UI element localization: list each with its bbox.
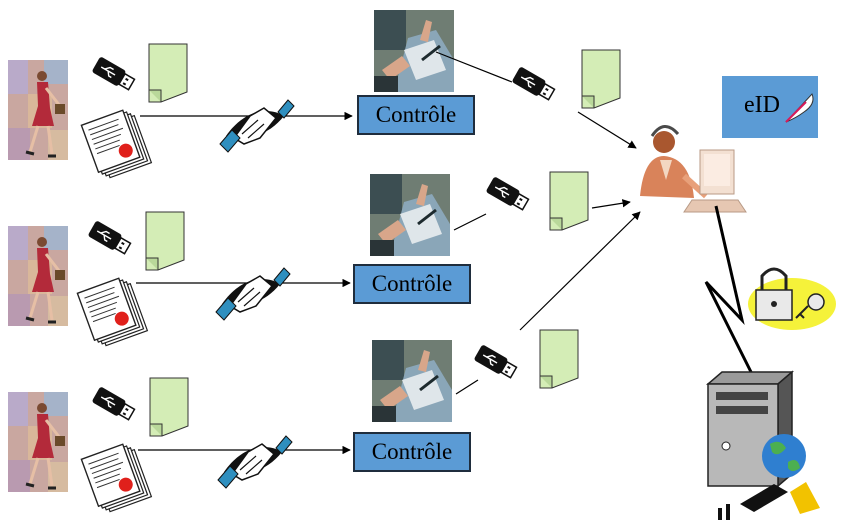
usb-stick-icon bbox=[90, 385, 137, 424]
control-label: Contrôle bbox=[371, 271, 453, 296]
document-icon bbox=[148, 43, 188, 103]
row-3 bbox=[6, 329, 579, 516]
connector-line bbox=[453, 213, 487, 231]
eid-label: eID bbox=[744, 92, 780, 118]
document-icon bbox=[149, 377, 189, 437]
connector-line bbox=[455, 379, 479, 395]
server-globe-icon bbox=[705, 370, 806, 488]
network-link bbox=[704, 205, 754, 375]
woman-walking-icon bbox=[6, 58, 70, 162]
flow-arrow bbox=[591, 199, 631, 209]
handshake-icon bbox=[219, 99, 295, 153]
signing-hands-icon bbox=[368, 172, 452, 258]
usb-stick-icon bbox=[90, 55, 137, 94]
eid-box: eID bbox=[722, 76, 818, 138]
document-icon bbox=[539, 329, 579, 389]
control-box-3: Contrôle bbox=[353, 432, 471, 472]
usb-stick-icon bbox=[472, 343, 519, 382]
operator-at-computer-icon bbox=[640, 125, 747, 213]
padlock-key-icon bbox=[748, 267, 836, 330]
handshake-icon bbox=[215, 267, 291, 321]
document-icon bbox=[581, 49, 621, 109]
quill-icon bbox=[785, 93, 814, 123]
logo-icon bbox=[718, 482, 820, 520]
paper-stack-icon bbox=[76, 274, 149, 350]
handshake-icon bbox=[217, 435, 293, 489]
row-2 bbox=[6, 171, 589, 350]
signing-hands-icon bbox=[372, 8, 456, 94]
flow-arrow bbox=[577, 111, 637, 149]
control-label: Contrôle bbox=[371, 439, 453, 464]
row-1 bbox=[6, 8, 621, 182]
control-box-1: Contrôle bbox=[357, 95, 475, 135]
signing-hands-icon bbox=[370, 338, 454, 424]
paper-stack-icon bbox=[80, 106, 153, 182]
control-label: Contrôle bbox=[375, 102, 457, 127]
usb-stick-icon bbox=[484, 175, 531, 214]
woman-walking-icon bbox=[6, 390, 70, 494]
usb-stick-icon bbox=[510, 65, 557, 104]
flow-arrow bbox=[519, 211, 641, 331]
connector-line bbox=[435, 51, 513, 83]
usb-stick-icon bbox=[86, 219, 133, 258]
woman-walking-icon bbox=[6, 224, 70, 328]
control-box-2: Contrôle bbox=[353, 264, 471, 304]
paper-stack-icon bbox=[80, 440, 153, 516]
document-icon bbox=[145, 211, 185, 271]
document-icon bbox=[549, 171, 589, 231]
